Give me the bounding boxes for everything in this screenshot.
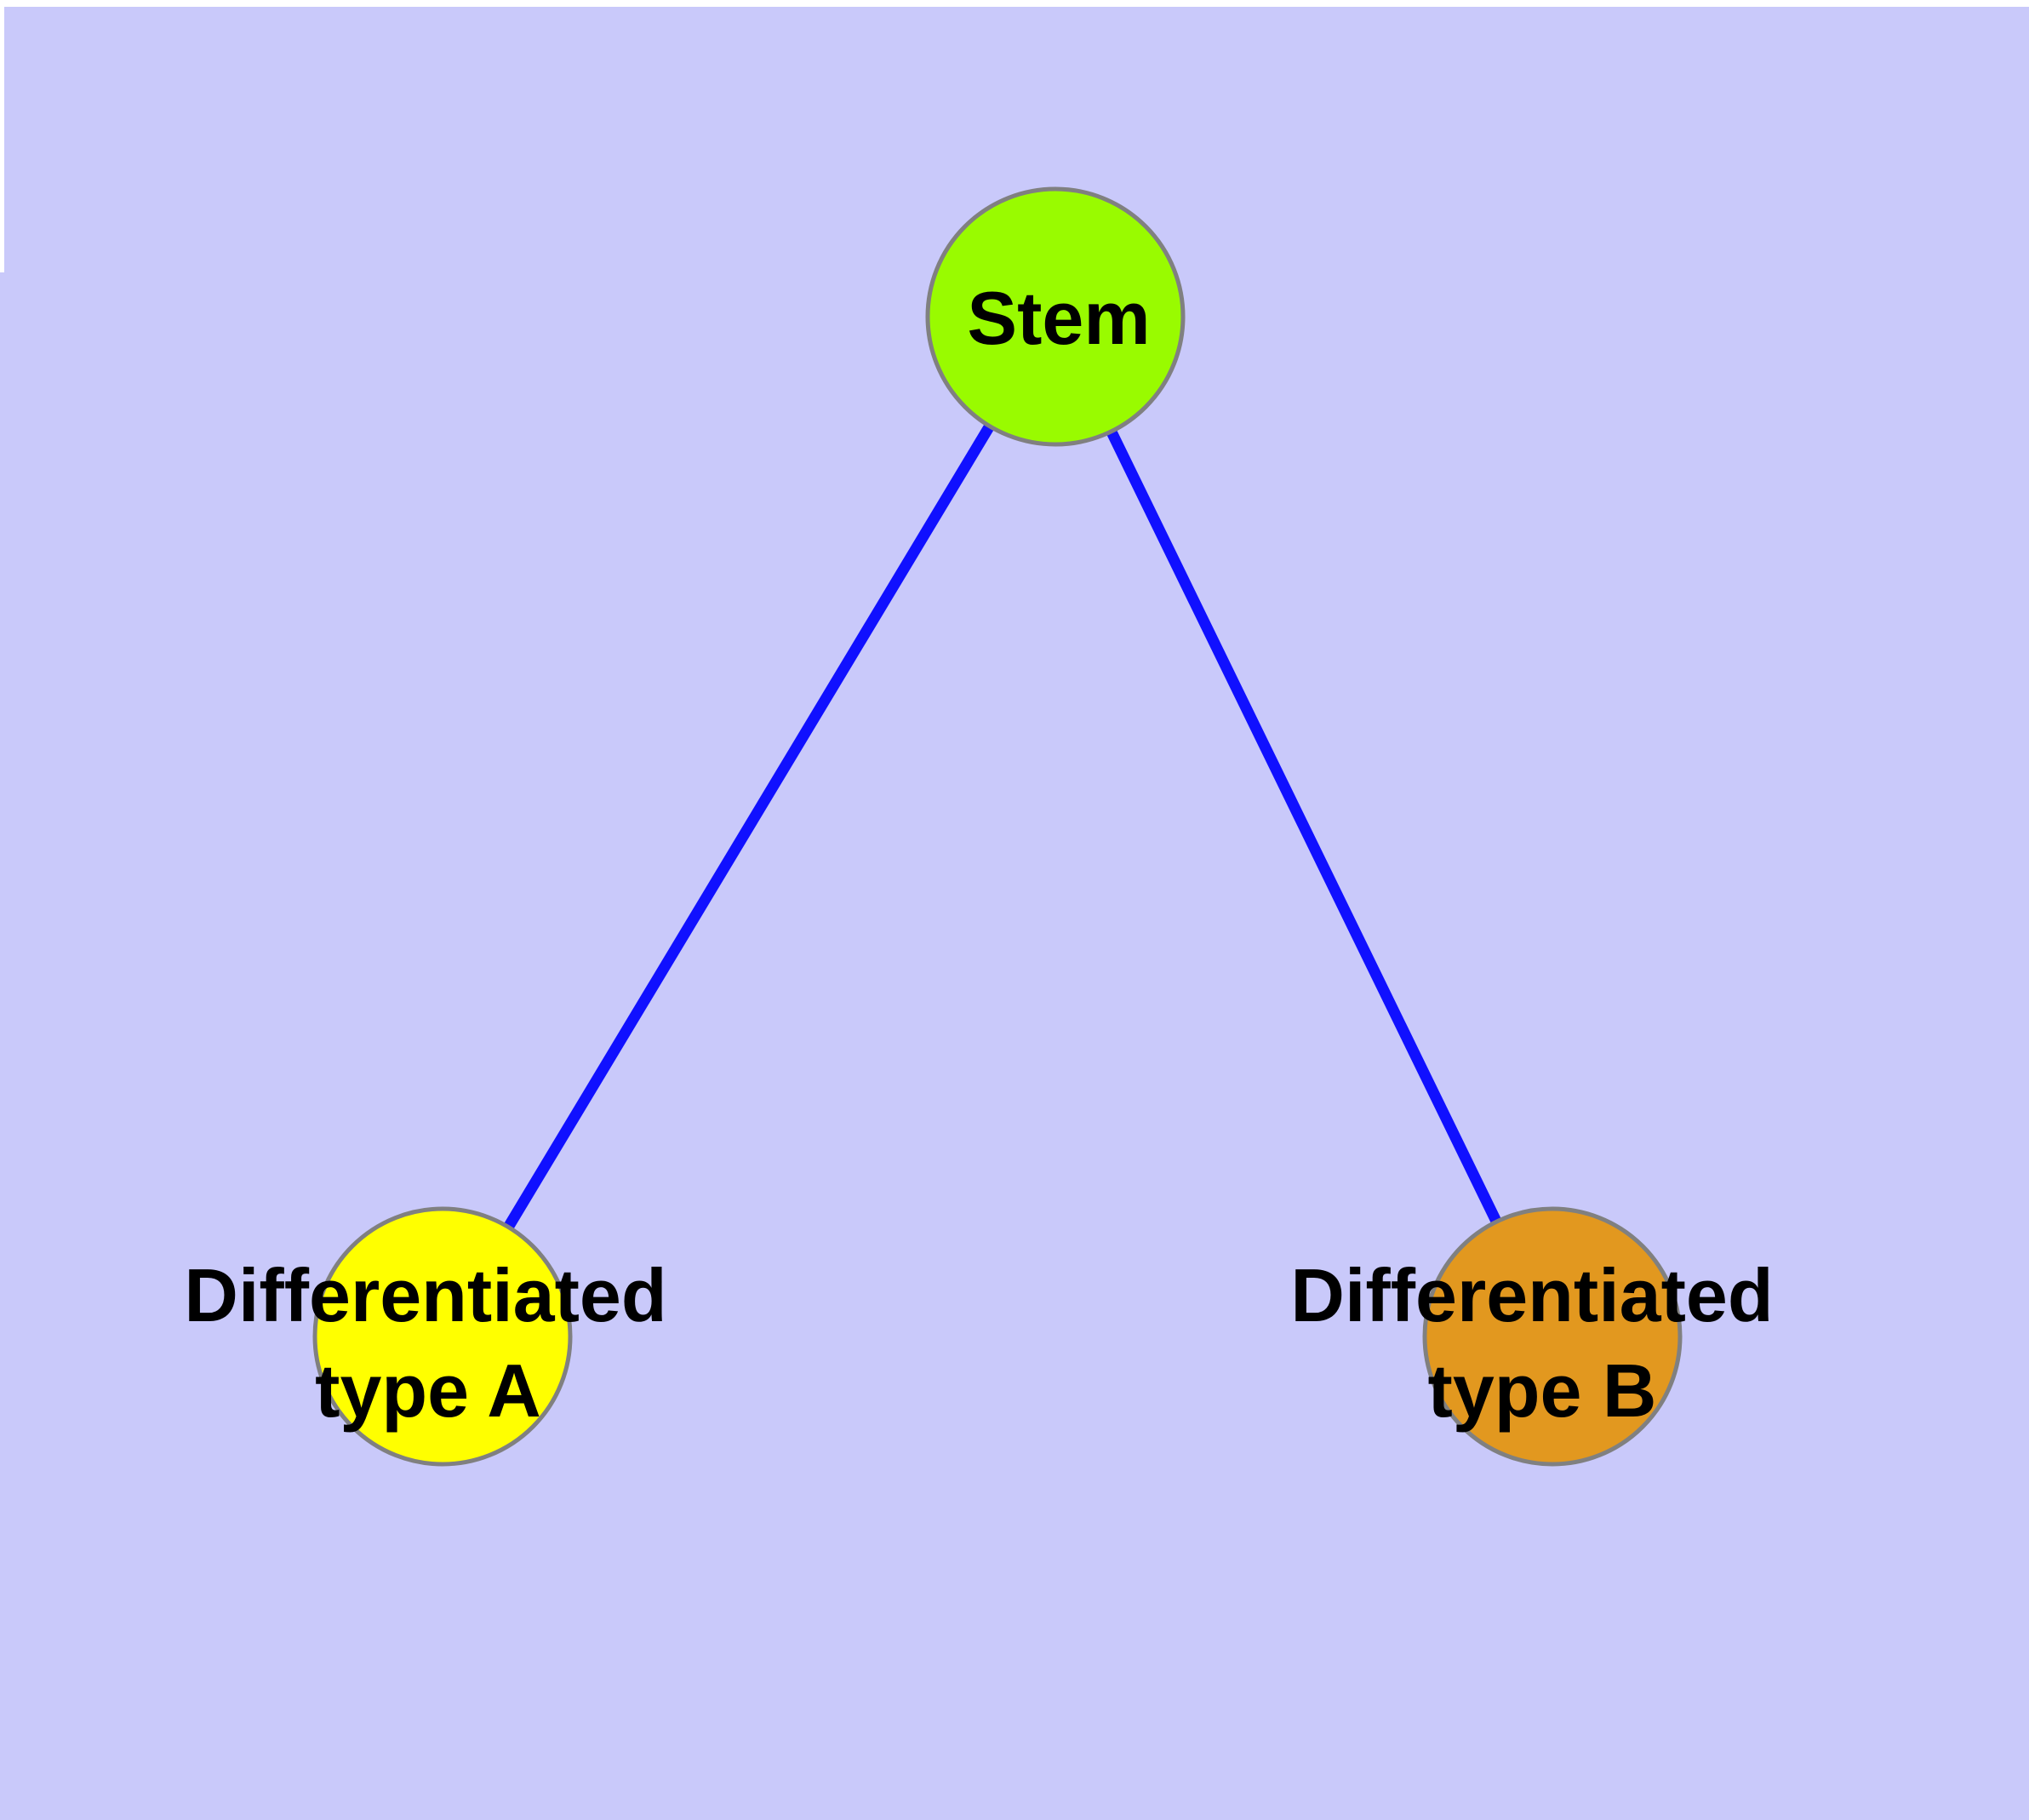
- node-type-b-label-line1: Differentiated: [1290, 1253, 1773, 1337]
- node-stem-label: Stem: [967, 276, 1150, 360]
- node-differentiated-type-a[interactable]: Differentiated type A: [184, 1206, 667, 1467]
- node-type-a-circle[interactable]: [312, 1206, 573, 1467]
- node-type-b-circle[interactable]: [1422, 1206, 1683, 1467]
- node-stem[interactable]: Stem: [925, 186, 1186, 447]
- top-margin-strip: [0, 0, 2029, 7]
- edge-stem-to-type-a: [437, 313, 1060, 1340]
- node-type-a-label-line2: type A: [315, 1348, 541, 1433]
- edge-stem-to-type-b: [1050, 314, 1557, 1339]
- node-type-b-label-line2: type B: [1428, 1348, 1657, 1433]
- left-margin-strip: [0, 0, 4, 272]
- node-stem-circle[interactable]: [925, 186, 1186, 447]
- node-differentiated-type-b[interactable]: Differentiated type B: [1290, 1206, 1774, 1467]
- node-type-a-label-line1: Differentiated: [184, 1253, 666, 1337]
